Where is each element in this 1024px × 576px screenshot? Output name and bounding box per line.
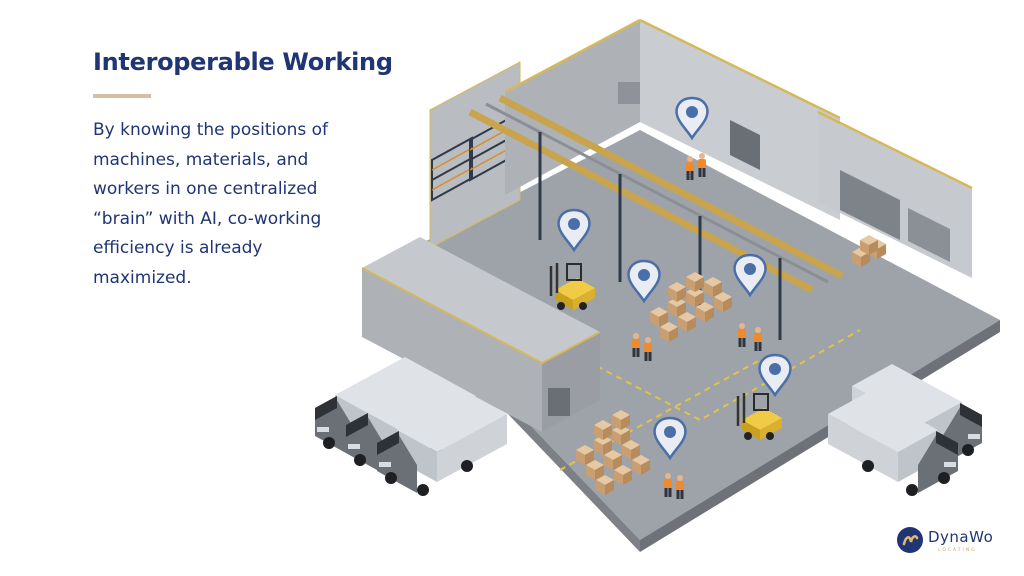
body-line: workers in one centralized <box>93 179 318 199</box>
slide-title: Interoperable Working <box>93 48 393 76</box>
title-accent-bar <box>93 94 151 98</box>
company-logo: DynaWo LOCATING <box>896 524 1006 558</box>
body-line: “brain” with AI, co-working <box>93 208 322 229</box>
warehouse-floor <box>378 130 1000 540</box>
back-building <box>640 20 840 220</box>
logo-mark-icon <box>897 527 923 553</box>
body-line: By knowing the positions of <box>93 120 329 140</box>
body-line: machines, materials, and <box>93 149 309 170</box>
body-text: By knowing the positions of machines, ma… <box>93 116 393 293</box>
logo-tagline: LOCATING <box>938 548 977 553</box>
body-line: maximized. <box>93 267 192 288</box>
front-left-building <box>362 237 600 363</box>
warehouse-illustration <box>315 18 1000 552</box>
body-line: efficiency is already <box>93 238 263 258</box>
logo-name: DynaWo <box>928 528 994 546</box>
